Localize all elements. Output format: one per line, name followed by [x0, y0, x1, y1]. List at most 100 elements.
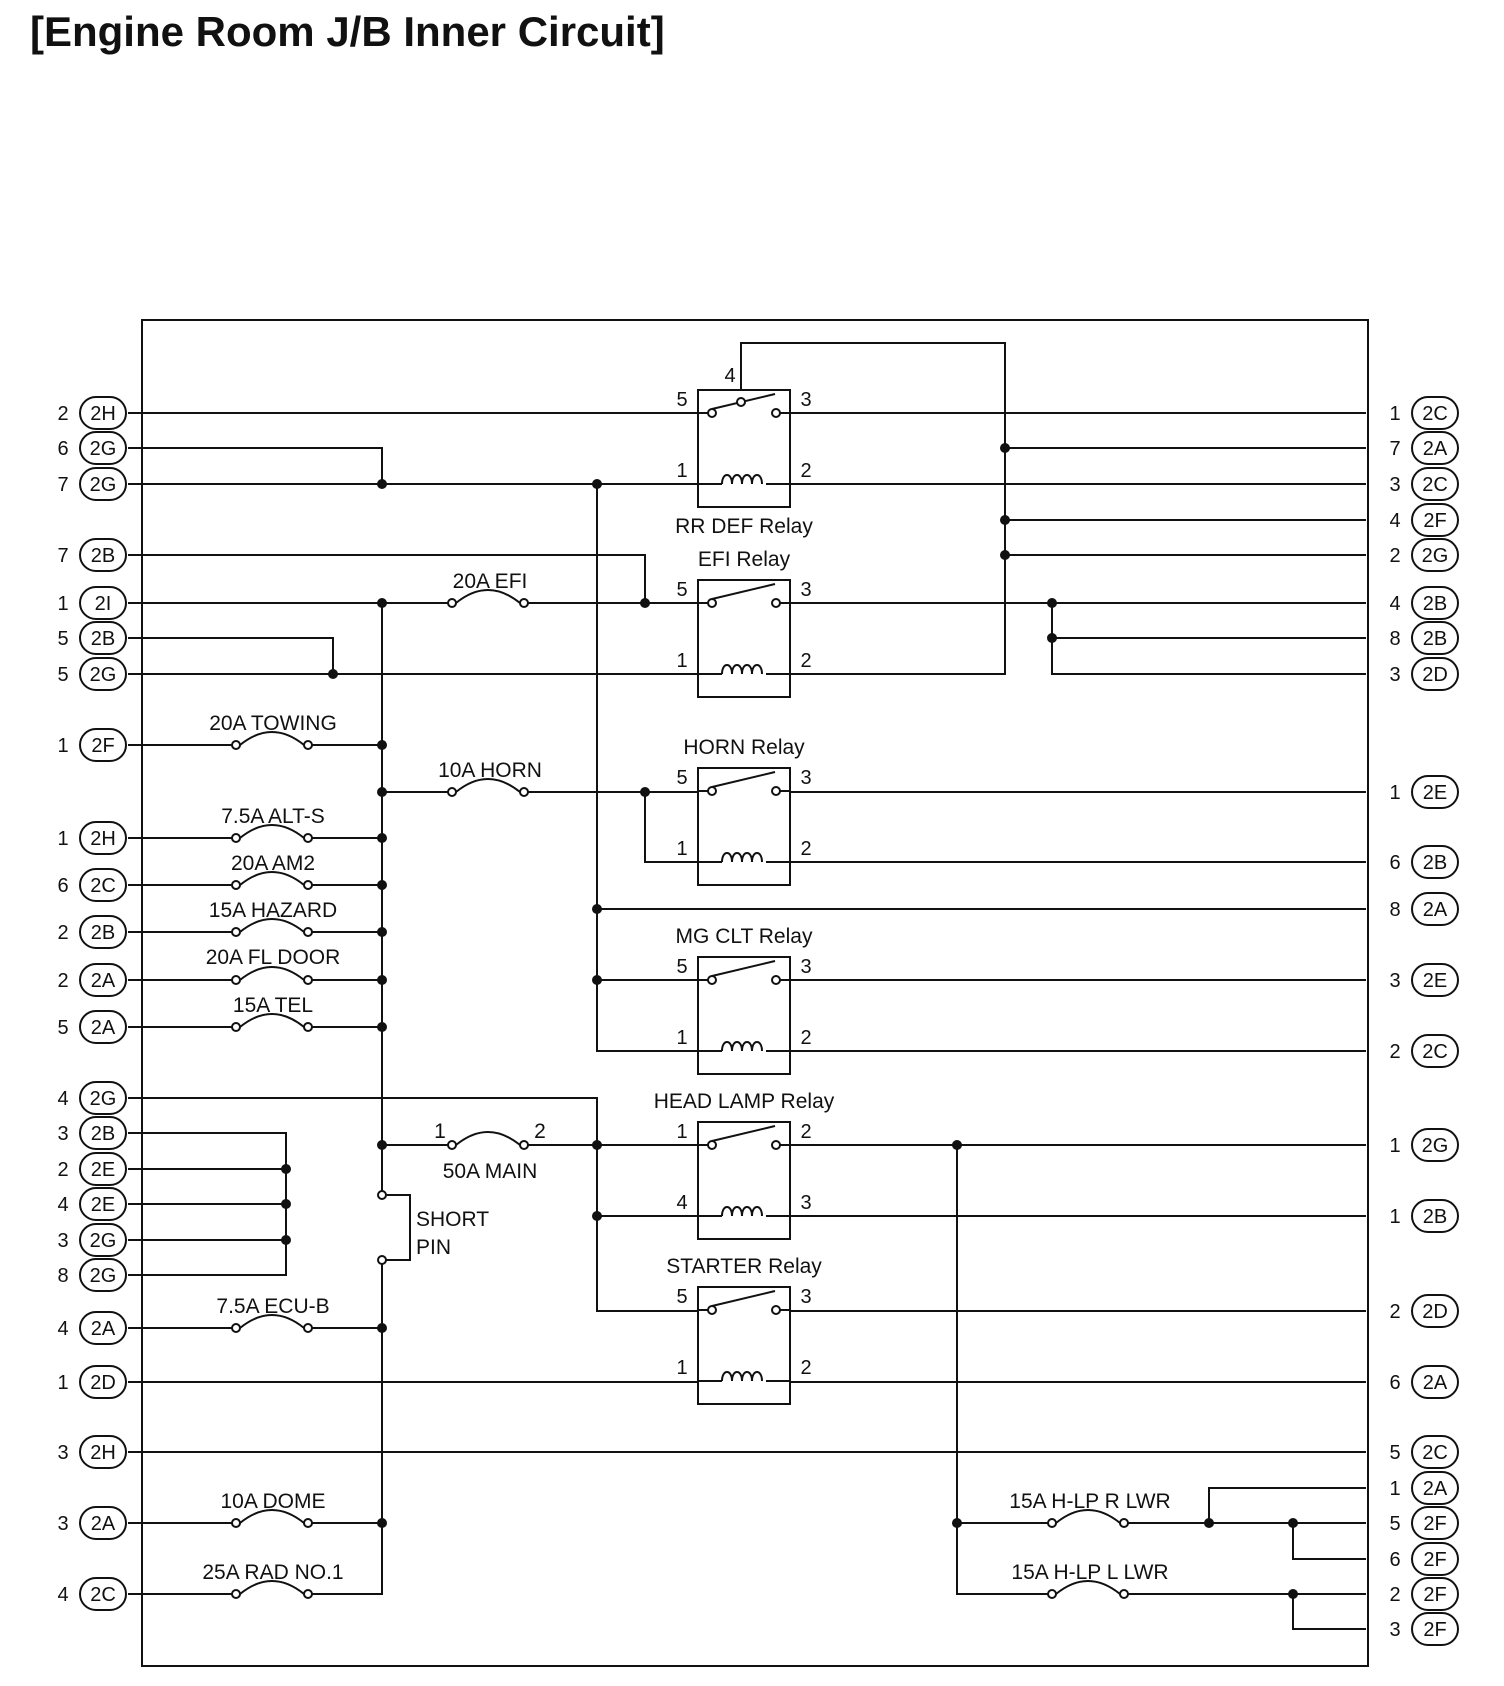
pin-number: 1	[1389, 403, 1400, 425]
coil-symbol	[698, 474, 790, 485]
right-terminal: 2F4	[1389, 503, 1459, 537]
left-terminal: 2I 1	[57, 586, 127, 620]
right-terminal: 2D2	[1389, 1294, 1459, 1328]
pin-number: 4	[1389, 593, 1400, 615]
fuse-label: 50A MAIN	[443, 1160, 538, 1183]
connector-code: 2I	[95, 593, 112, 615]
relay-pin: 5	[676, 579, 687, 601]
right-terminal: 2F3	[1389, 1612, 1459, 1646]
right-terminal: 2B8	[1389, 621, 1459, 655]
connector-badge	[79, 1152, 127, 1186]
pin-number: 1	[1389, 782, 1400, 804]
right-terminal: 2G2	[1389, 538, 1459, 572]
connector-badge	[1411, 621, 1459, 655]
pin-number: 1	[57, 735, 68, 757]
bus	[956, 1145, 1052, 1595]
connector-code: 2C	[1422, 403, 1448, 425]
pin-number: 1	[57, 1372, 68, 1394]
relay-pin: 1	[676, 1027, 687, 1049]
pin-number: 2	[1389, 1041, 1400, 1063]
connector-badge	[1411, 1435, 1459, 1469]
connector-code: 2G	[90, 1230, 117, 1252]
fuse-label: 20A FL DOOR	[206, 946, 341, 969]
pin-number: 5	[57, 628, 68, 650]
relay-name: MG CLT Relay	[676, 925, 813, 948]
relay-pin: 4	[676, 1192, 687, 1214]
relay-body	[697, 1286, 791, 1405]
left-terminal: 2A4	[57, 1311, 127, 1345]
junction-dot	[1000, 550, 1010, 560]
junction-dot	[1047, 598, 1057, 608]
pin-number: 1	[57, 593, 68, 615]
connector-code: 2G	[90, 1265, 117, 1287]
switch-blade	[711, 1125, 776, 1142]
junction-dot	[281, 1164, 291, 1174]
junction-dot	[377, 1323, 387, 1333]
relay-pin: 4	[724, 365, 735, 387]
wire	[128, 554, 698, 604]
relay-pin: 1	[676, 1357, 687, 1379]
pin-number: 8	[57, 1265, 68, 1287]
fuse-pin-label: 1	[434, 1120, 446, 1143]
connector-badge	[79, 1187, 127, 1221]
pin-number: 4	[57, 1584, 68, 1606]
wire	[1292, 1594, 1366, 1630]
connector-code: 2A	[1423, 438, 1448, 460]
junction-block-outline	[141, 319, 1369, 1667]
pin-number: 2	[57, 1159, 68, 1181]
fuse-label: 15A HAZARD	[209, 899, 337, 922]
relay-pin: 3	[800, 1286, 811, 1308]
junction-dot	[1288, 1589, 1298, 1599]
pin-number: 6	[1389, 1372, 1400, 1394]
right-terminal: 2G1	[1389, 1128, 1459, 1162]
right-terminal: 2A6	[1389, 1365, 1459, 1399]
connector-code: 2F	[1423, 510, 1446, 532]
fuse-label: 20A TOWING	[209, 712, 337, 735]
pin-number: 8	[1389, 628, 1400, 650]
pin-number: 1	[57, 828, 68, 850]
left-terminal: 2A3	[57, 1506, 127, 1540]
junction-dot	[377, 740, 387, 750]
left-terminal: 2G5	[57, 657, 127, 691]
junction-dot	[377, 1140, 387, 1150]
connector-code: 2G	[90, 438, 117, 460]
connector-code: 2B	[91, 545, 115, 567]
connector-badge	[79, 1116, 127, 1150]
connector-badge	[79, 431, 127, 465]
left-terminal: 2G4	[57, 1081, 127, 1115]
junction-dot	[952, 1518, 962, 1528]
junction-dot	[1000, 515, 1010, 525]
fuse-symbol	[231, 1314, 313, 1333]
right-terminal: 2D3	[1389, 657, 1459, 691]
junction-dot	[377, 927, 387, 937]
switch-blade	[711, 1290, 776, 1307]
left-terminal: 2C6	[57, 868, 127, 902]
connector-badge	[1411, 1577, 1459, 1611]
connector-badge	[79, 1506, 127, 1540]
connector-code: 2F	[1423, 1619, 1446, 1641]
relay-pin: 5	[676, 1286, 687, 1308]
junction-dot	[377, 880, 387, 890]
left-terminal: 2H2	[57, 396, 127, 430]
connector-code: 2A	[91, 970, 116, 992]
connector-code: 2B	[91, 628, 115, 650]
left-terminal: 2H1	[57, 821, 127, 855]
fuse-pin-label: 2	[534, 1120, 546, 1143]
pin-number: 8	[1389, 899, 1400, 921]
junction-dot	[377, 598, 387, 608]
relay-body	[697, 956, 791, 1075]
connector-code: 2C	[1422, 1442, 1448, 1464]
bus	[596, 484, 698, 1052]
switch-blade	[711, 771, 776, 788]
fuse-label: 20A AM2	[231, 852, 315, 875]
pin-number: 2	[1389, 1584, 1400, 1606]
right-terminal: 2B4	[1389, 586, 1459, 620]
relay-pin: 2	[800, 650, 811, 672]
relay-body	[697, 1121, 791, 1240]
relay-pin: 2	[800, 1357, 811, 1379]
junction-dot	[1204, 1518, 1214, 1528]
right-terminal: 2F6	[1389, 1542, 1459, 1576]
junction-dot	[328, 669, 338, 679]
